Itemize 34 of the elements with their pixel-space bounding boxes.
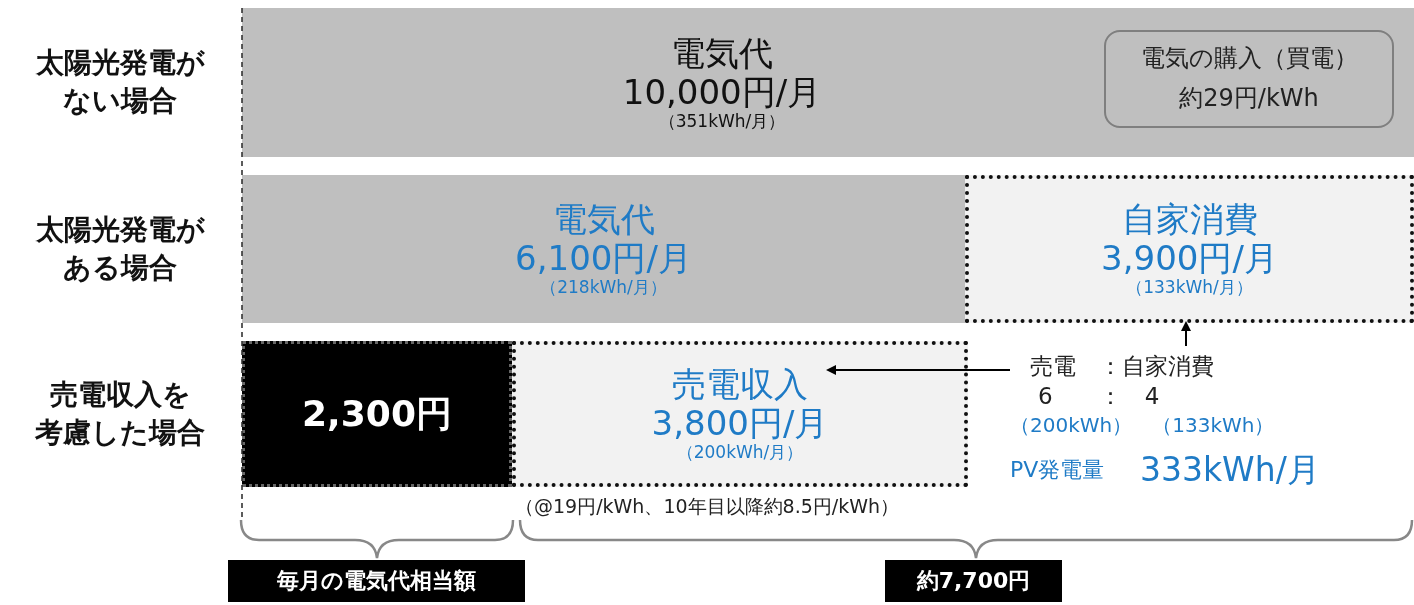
amount-text: 3,900円/月 — [1101, 239, 1278, 279]
ratio-text: 6 ： 4 — [1038, 381, 1160, 411]
row-header: 売電収入を考慮した場合 — [34, 377, 206, 451]
ratio-text: 売電 ：自家消費 — [1030, 352, 1214, 381]
pv-amount: 333kWh/月 — [1140, 449, 1320, 491]
usage-text: （200kWh/月） — [676, 443, 804, 463]
heading-text: 電気代 — [671, 33, 773, 73]
dotted-box — [965, 175, 1414, 323]
dotted-box — [512, 341, 968, 487]
cost-bar — [242, 175, 965, 323]
caption-tag: 毎月の電気代相当額 — [228, 560, 525, 602]
usage-text: （200kWh） （133kWh） — [1010, 411, 1275, 438]
note-text: （@19円/kWh、10年目以降約8.5円/kWh） — [515, 494, 900, 519]
amount-text: 3,800円/月 — [651, 404, 829, 444]
caption-tag: 約7,700円 — [885, 560, 1062, 602]
price-text: 約29円/kWh — [1179, 85, 1319, 114]
usage-text: （351kWh/月） — [658, 111, 786, 132]
row-header: 太陽光発電がある場合 — [34, 212, 206, 286]
usage-text: （218kWh/月） — [540, 278, 667, 298]
row-header: 太陽光発電がない場合 — [34, 45, 206, 119]
heading-text: 自家消費 — [1121, 200, 1258, 240]
heading-text: 電気代 — [552, 200, 655, 240]
usage-text: （133kWh/月） — [1126, 278, 1253, 298]
pv-label: PV発電量 — [1010, 456, 1105, 484]
arrow — [1181, 321, 1191, 347]
price-box — [1104, 30, 1394, 128]
heading-text: 売電収入 — [672, 365, 808, 405]
result-box — [242, 341, 512, 487]
amount-text: 2,300円 — [302, 393, 452, 435]
arrow — [826, 365, 1011, 375]
cost-bar — [242, 8, 1414, 157]
amount-text: 10,000円/月 — [622, 72, 822, 112]
amount-text: 6,100円/月 — [515, 239, 692, 279]
heading-text: 電気の購入（買電） — [1140, 44, 1358, 73]
